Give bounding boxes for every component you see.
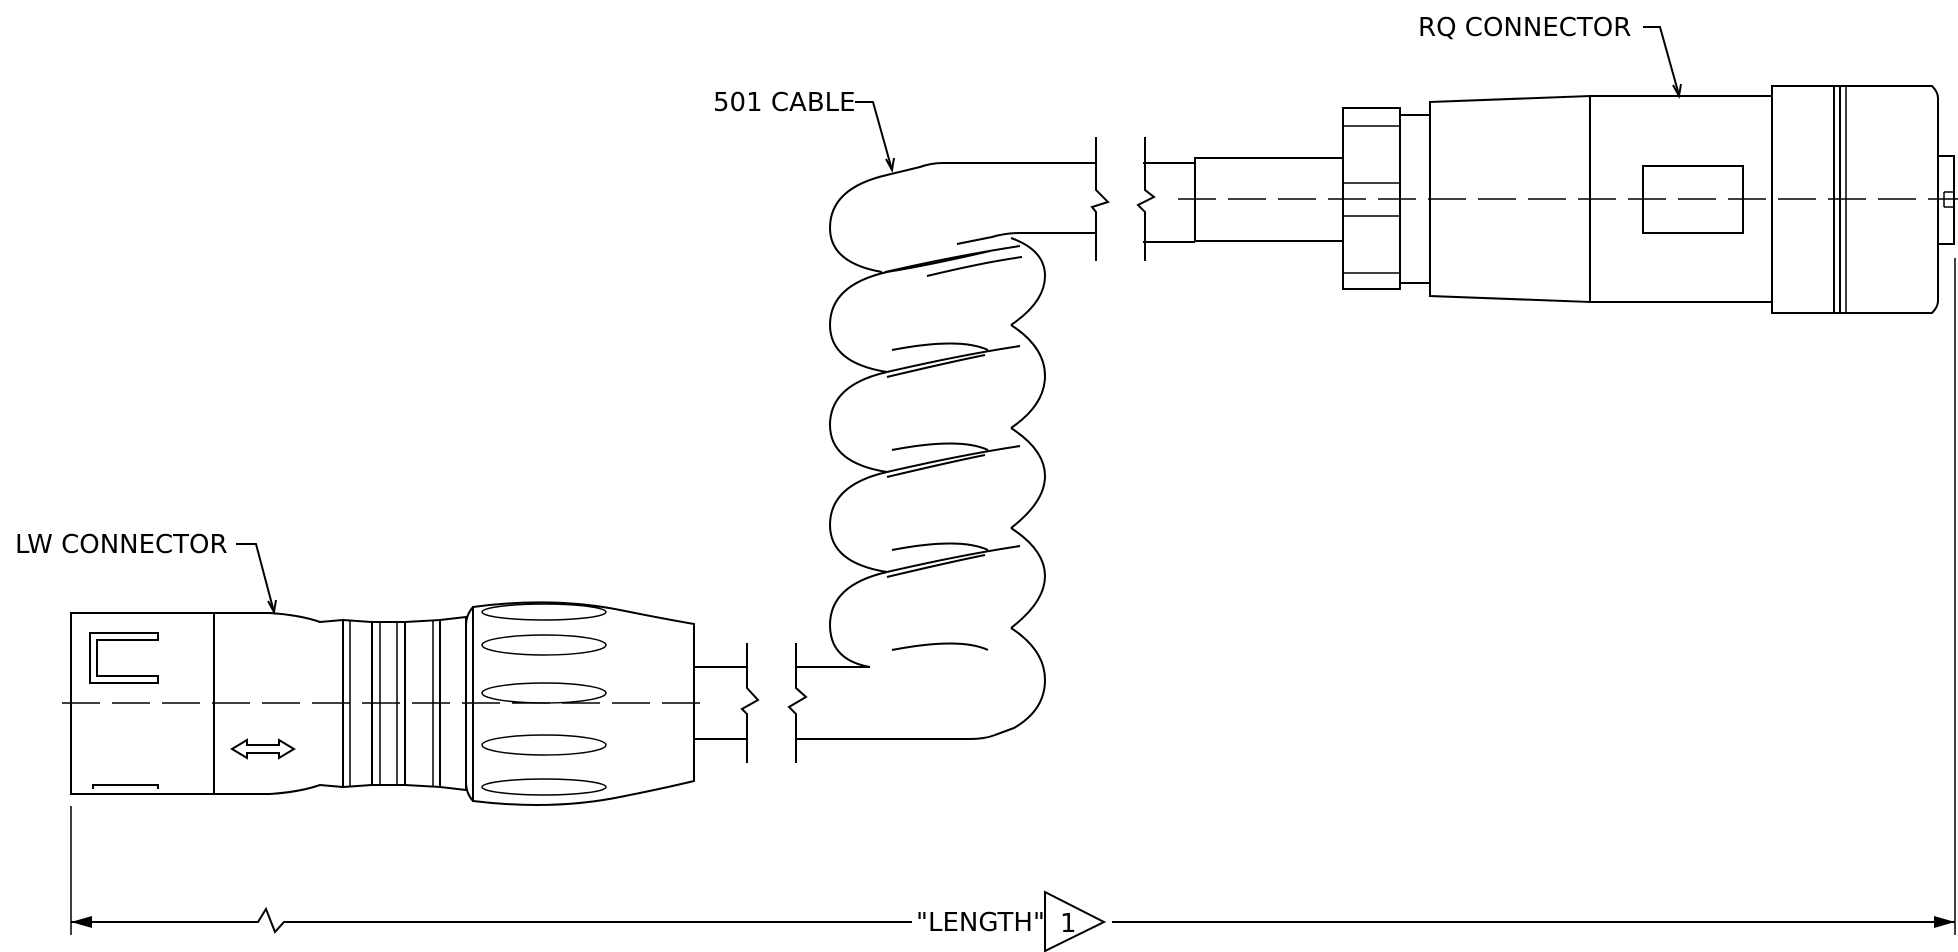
rq-connector-leader bbox=[1643, 26, 1680, 96]
upper-break-symbol bbox=[1090, 137, 1156, 261]
length-label: "LENGTH" bbox=[916, 908, 1045, 938]
cable-label: 501 CABLE bbox=[713, 88, 856, 118]
coiled-cable bbox=[795, 162, 1096, 740]
lw-connector-label: LW CONNECTOR bbox=[15, 530, 228, 560]
double-arrow-icon bbox=[230, 738, 296, 760]
rq-connector-label: RQ CONNECTOR bbox=[1418, 13, 1631, 43]
note-number: 1 bbox=[1060, 909, 1077, 939]
lw-connector-leader bbox=[236, 543, 275, 613]
length-dimension bbox=[70, 258, 1956, 935]
triangle-note-flag-icon bbox=[1044, 890, 1107, 952]
cable-leader bbox=[855, 101, 893, 171]
lower-break-symbol bbox=[740, 643, 808, 763]
